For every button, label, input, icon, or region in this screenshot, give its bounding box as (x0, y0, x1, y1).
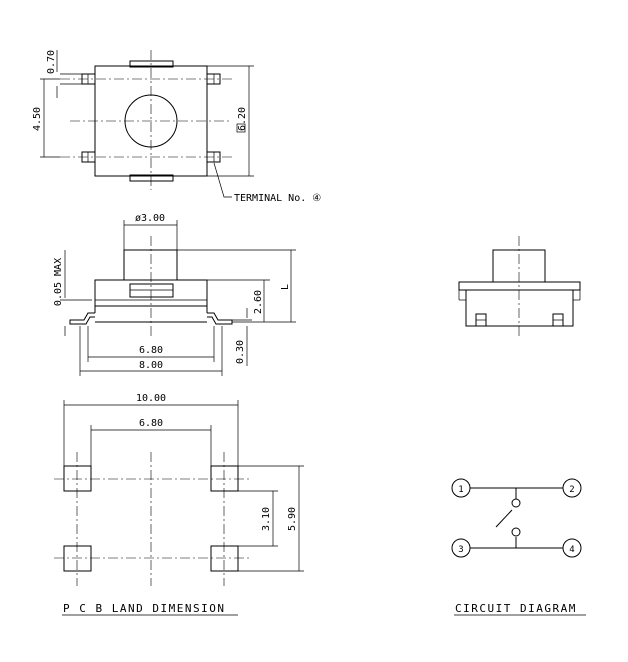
side-view: ø3.00 0.05 MAX L 2.60 6.80 8.00 0.30 (53, 213, 296, 376)
pad-bottom-right (210, 545, 239, 572)
dim-680-side-label: 6.80 (139, 345, 163, 356)
circuit-caption: CIRCUIT DIAGRAM (455, 602, 577, 615)
switch-contact-top (511, 498, 521, 508)
dim-260-label: 2.60 (253, 290, 264, 314)
pin-4-circle (562, 538, 582, 558)
front-view (458, 236, 581, 336)
dim-620-label: 6.20 (237, 107, 248, 131)
top-view: 0.70 4.50 6.20 TERMINAL No. ④ (32, 50, 321, 204)
pin-2-label: 2 (569, 485, 574, 495)
pin-4-label: 4 (569, 545, 574, 555)
front-body (465, 289, 574, 327)
top-tab (129, 60, 174, 68)
dim-1000-label: 10.00 (136, 393, 166, 404)
plunger (123, 249, 178, 281)
dim-800-label: 8.00 (139, 360, 163, 371)
dim-070-label: 0.70 (46, 50, 57, 74)
switch-contact-bottom (511, 527, 521, 537)
pin-1-circle (451, 478, 471, 498)
pcb-land-view: 10.00 6.80 3.10 5.90 P C B LAND DIMENSIO… (54, 393, 304, 616)
pcb-land-caption: P C B LAND DIMENSION (63, 602, 225, 615)
pin-3-label: 3 (458, 545, 463, 555)
switch-lever (495, 509, 513, 528)
dim-005-label: 0.05 MAX (53, 258, 64, 306)
bottom-tab (129, 174, 174, 182)
dim-310-label: 3.10 (261, 507, 272, 531)
dim-680-pcb-label: 6.80 (139, 418, 163, 429)
dim-L-label: L (280, 284, 291, 290)
dim-450-label: 4.50 (32, 107, 43, 131)
dim-030-label: 0.30 (235, 340, 246, 364)
pin-3-circle (451, 538, 471, 558)
dim-590-label: 5.90 (287, 507, 298, 531)
circuit-diagram: 1 2 3 4 CIRCUIT DIAGRAM (451, 478, 586, 616)
side-slot (129, 283, 174, 298)
square-symbol-icon (236, 123, 246, 133)
terminal-label: TERMINAL No. ④ (234, 193, 321, 204)
pin-2-circle (562, 478, 582, 498)
pad-bottom-left (63, 545, 92, 572)
pad-top-left (63, 465, 92, 492)
dim-300-label: ø3.00 (135, 213, 165, 224)
front-top-plate (458, 281, 581, 291)
pad-top-right (210, 465, 239, 492)
pin-1-label: 1 (458, 485, 463, 495)
